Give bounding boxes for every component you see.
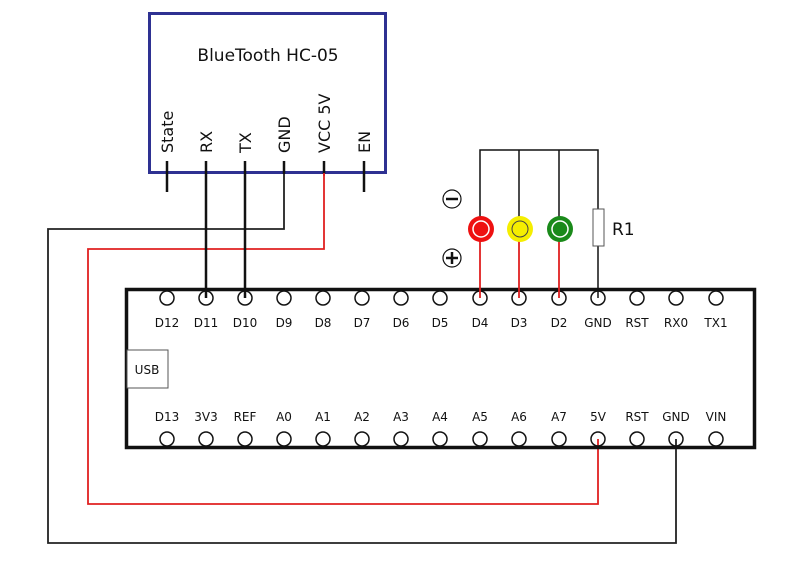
board-pin-bottom-ref: REF bbox=[234, 410, 257, 447]
board-pin-bottom-vin: VIN bbox=[706, 410, 727, 447]
board-pin-label: D7 bbox=[354, 316, 371, 330]
usb-label: USB bbox=[135, 363, 160, 377]
bt-pin-en: EN bbox=[355, 131, 374, 192]
board-pin-label: A2 bbox=[354, 410, 370, 424]
board-pin-top-rx0: RX0 bbox=[664, 290, 688, 330]
board-pin-bottom-a7: A7 bbox=[551, 410, 567, 447]
resistor-label: R1 bbox=[612, 220, 635, 240]
minus-icon bbox=[442, 189, 462, 209]
board-pin-bottom-5v: 5V bbox=[590, 410, 607, 447]
board-pin-label: RST bbox=[625, 316, 649, 330]
bt-pin-label: RX bbox=[197, 131, 216, 153]
board-pin-top-d11: D11 bbox=[194, 290, 219, 330]
bt-pin-label: EN bbox=[355, 131, 374, 153]
board-pin-label: D2 bbox=[551, 316, 568, 330]
board-pin-label: D12 bbox=[155, 316, 180, 330]
board-pin-label: A5 bbox=[472, 410, 488, 424]
board-pin-label: TX1 bbox=[703, 316, 727, 330]
board-pin-label: D9 bbox=[276, 316, 293, 330]
board-pin-top-d6: D6 bbox=[393, 290, 410, 330]
bt-pin-tx: TX bbox=[236, 132, 255, 174]
bt-pin-label: State bbox=[158, 111, 177, 153]
board-pin-bottom-a6: A6 bbox=[511, 410, 527, 447]
board-pin-bottom-d13: D13 bbox=[155, 410, 180, 447]
board-pin-bottom-a5: A5 bbox=[472, 410, 488, 447]
bluetooth-module-title: BlueTooth HC-05 bbox=[197, 46, 338, 66]
bt-pin-vcc-5v: VCC 5V bbox=[315, 93, 334, 176]
led-circuit: R1 bbox=[442, 149, 635, 298]
plus-icon bbox=[442, 248, 462, 268]
board-pin-bottom-a1: A1 bbox=[315, 410, 331, 447]
board-pin-top-d8: D8 bbox=[315, 290, 332, 330]
bt-pin-gnd: GND bbox=[275, 116, 294, 174]
bt-pin-label: GND bbox=[275, 116, 294, 153]
board-pin-label: D13 bbox=[155, 410, 180, 424]
board-pin-label: D5 bbox=[432, 316, 449, 330]
board-pin-label: 5V bbox=[590, 410, 607, 424]
board-pin-label: A1 bbox=[315, 410, 331, 424]
board-pin-bottom-gnd: GND bbox=[662, 410, 690, 447]
vcc-wire bbox=[87, 173, 599, 505]
board-pin-label: RST bbox=[625, 410, 649, 424]
board-pin-label: GND bbox=[584, 316, 612, 330]
led-common-bus bbox=[479, 149, 599, 298]
board-pin-label: GND bbox=[662, 410, 690, 424]
board-pin-label: D3 bbox=[511, 316, 528, 330]
board-pin-label: A3 bbox=[393, 410, 409, 424]
board-pin-label: 3V3 bbox=[194, 410, 217, 424]
board-pin-top-rst: RST bbox=[625, 290, 649, 330]
gnd-wire bbox=[47, 173, 677, 544]
board-pin-top-d5: D5 bbox=[432, 290, 449, 330]
board-pin-label: D4 bbox=[472, 316, 489, 330]
bt-pin-rx: RX bbox=[197, 131, 216, 174]
bluetooth-module-box bbox=[148, 12, 387, 174]
board-pin-top-d7: D7 bbox=[354, 290, 371, 330]
board-pin-label: A7 bbox=[551, 410, 567, 424]
board-pin-top-tx1: TX1 bbox=[703, 290, 728, 330]
usb-port bbox=[126, 349, 169, 389]
board-pin-label: A0 bbox=[276, 410, 292, 424]
board-pin-label: RX0 bbox=[664, 316, 688, 330]
board-pin-label: D11 bbox=[194, 316, 219, 330]
red-led bbox=[468, 216, 494, 242]
board-pin-label: D10 bbox=[233, 316, 258, 330]
board-pin-bottom-3v3: 3V3 bbox=[194, 410, 218, 447]
board-pin-label: A6 bbox=[511, 410, 527, 424]
resistor-r1 bbox=[592, 208, 605, 247]
board-pin-bottom-a0: A0 bbox=[276, 410, 292, 447]
bt-pin-label: VCC 5V bbox=[315, 93, 334, 153]
bt-pin-label: TX bbox=[236, 132, 255, 154]
board-pin-label: D6 bbox=[393, 316, 410, 330]
bluetooth-module: BlueTooth HC-05 State RX TX GND VCC 5V EN bbox=[148, 12, 387, 192]
bt-pin-state: State bbox=[158, 111, 177, 192]
board-pin-bottom-rst: RST bbox=[625, 410, 649, 447]
green-led bbox=[547, 216, 573, 242]
yellow-led bbox=[507, 216, 533, 242]
board-pin-top-d9: D9 bbox=[276, 290, 293, 330]
board-pin-bottom-a3: A3 bbox=[393, 410, 409, 447]
board-pin-top-d10: D10 bbox=[233, 290, 258, 330]
board-pin-top-d12: D12 bbox=[155, 290, 180, 330]
board-pin-label: VIN bbox=[706, 410, 727, 424]
board-pin-label: REF bbox=[234, 410, 257, 424]
board-pin-bottom-a4: A4 bbox=[432, 410, 448, 447]
board-pin-label: A4 bbox=[432, 410, 448, 424]
board-pin-bottom-a2: A2 bbox=[354, 410, 370, 447]
board-pin-label: D8 bbox=[315, 316, 332, 330]
